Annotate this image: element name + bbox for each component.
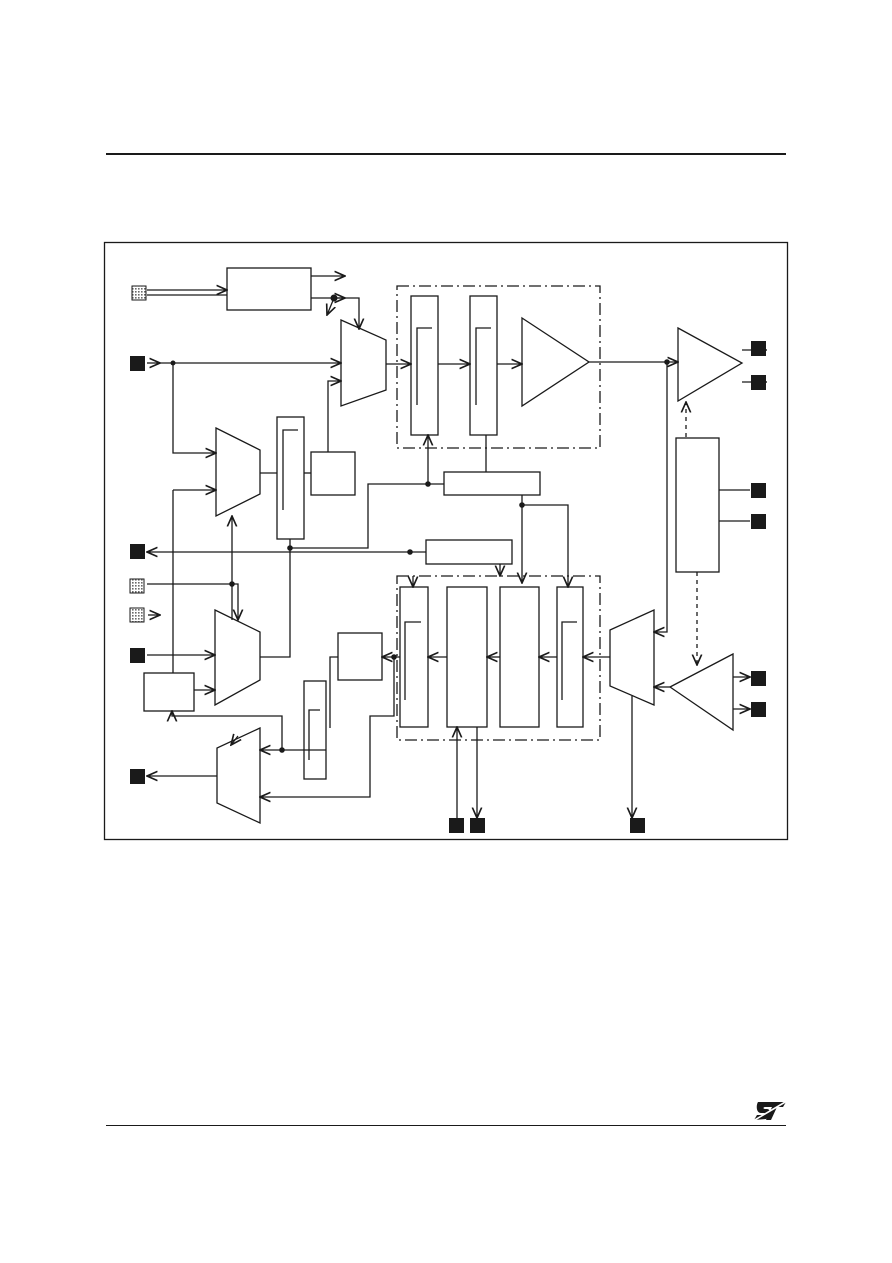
filter-block-6 (556, 586, 584, 728)
pin-pad (130, 648, 145, 663)
pin-pad (751, 702, 766, 717)
input-amplifier (668, 652, 734, 732)
lower-left-mux (214, 608, 261, 707)
st-logo-icon (752, 1100, 788, 1122)
upper-left-mux (215, 426, 261, 518)
pin-pad (449, 818, 464, 833)
lower-block-b (499, 586, 540, 728)
pin-pad (751, 375, 766, 390)
hatched-pin-pad (129, 578, 145, 594)
control-block-left (425, 539, 513, 565)
filter-step-4 (308, 709, 320, 760)
small-block-upper (310, 451, 356, 496)
header-rule (106, 153, 786, 155)
filter-block-4 (303, 680, 327, 780)
bottom-left-mux (216, 726, 261, 825)
footer-rule (106, 1125, 786, 1126)
right-control-block (675, 437, 720, 573)
filter-block-5 (399, 586, 429, 728)
lower-right-mux (609, 608, 655, 706)
output-amplifier (677, 326, 744, 403)
filter-step-1 (416, 327, 432, 405)
pin-pad (470, 818, 485, 833)
control-block-mid (443, 471, 541, 496)
pin-pad (751, 483, 766, 498)
filter-block-1 (410, 295, 439, 436)
hatched-pin-pad (131, 285, 147, 301)
pin-pad (751, 514, 766, 529)
filter-block-2 (469, 295, 498, 436)
hatched-pin-pad (129, 607, 145, 623)
filter-block-3 (276, 416, 305, 540)
pin-pad (130, 544, 145, 559)
filter-step-5 (404, 621, 421, 700)
upper-dsp-region (396, 285, 601, 449)
upper-amplifier (521, 316, 591, 408)
pin-pad (130, 769, 145, 784)
pin-pad (130, 356, 145, 371)
small-block-lower (337, 632, 383, 681)
pin-pad (751, 341, 766, 356)
filter-step-2 (475, 327, 491, 405)
junction-dots (170, 294, 670, 753)
pin-pads (130, 341, 766, 833)
lower-left-block (143, 672, 195, 712)
pin-pad (751, 671, 766, 686)
clock-block (226, 267, 312, 311)
lower-dsp-region (396, 575, 601, 741)
filter-step-3 (282, 429, 298, 510)
diagram-frame (103, 241, 789, 841)
lower-block-a (446, 586, 488, 728)
filter-step-6 (561, 621, 577, 700)
upper-right-mux (340, 318, 387, 407)
pin-pad (630, 818, 645, 833)
